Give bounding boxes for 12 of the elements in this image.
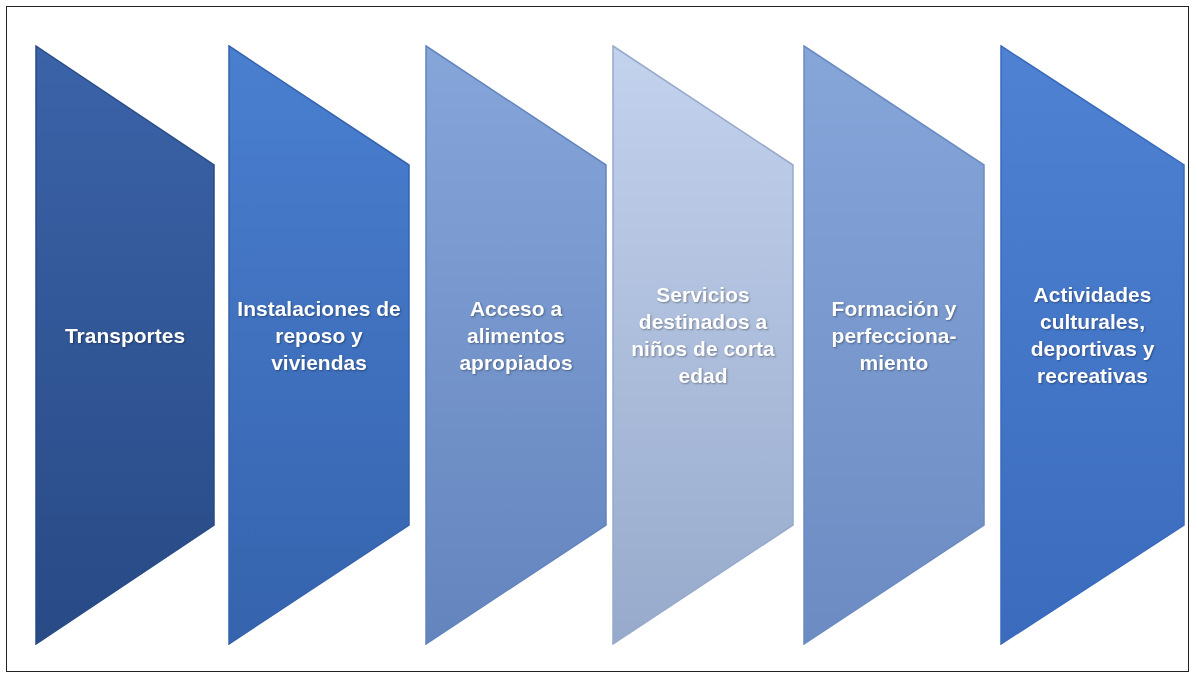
chevron-shape [35,45,215,645]
step-label: Transportes [64,322,186,349]
chevron-shape [1000,45,1185,645]
chevron-shape [228,45,410,645]
step-label: Acceso a alimentos apropiados [458,295,574,376]
chevron-shape [425,45,607,645]
step-label: Servicios destinados a niños de corta edad [630,282,776,389]
chevron-shape [803,45,985,645]
step-label: Actividades culturales, deportivas y recreativas [1029,282,1156,389]
chevron-shape [612,45,794,645]
step-label: Instalaciones de reposo y viviendas [236,295,402,376]
step-label: Formación y perfecciona-miento [830,295,958,376]
